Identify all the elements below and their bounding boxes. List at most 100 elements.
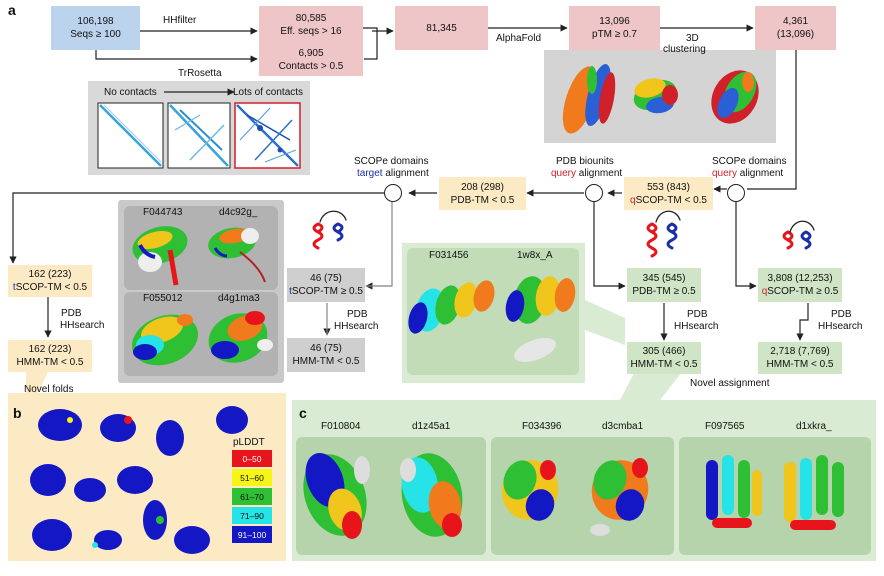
structure-label-f055012: F055012 bbox=[143, 293, 183, 304]
plddt-legend-item: 51–60 bbox=[232, 469, 272, 486]
structure-d4g1ma3-render bbox=[208, 311, 273, 363]
label-query-word-2: query bbox=[712, 168, 738, 179]
box-qscop-lt-text: SCOP-TM < 0.5 bbox=[635, 194, 707, 206]
label-scope-domains-query: SCOPe domains bbox=[712, 156, 787, 167]
label-no-contacts: No contacts bbox=[104, 87, 157, 98]
box-qscop-lt-prefix: q bbox=[630, 194, 636, 206]
structure-label-d4c92g: d4c92g_ bbox=[219, 207, 258, 218]
label-novel-assignment: Novel assignment bbox=[690, 378, 770, 389]
box-4361: 4,361 (13,096) bbox=[755, 6, 836, 50]
box-contacts: 6,905 Contacts > 0.5 bbox=[259, 44, 363, 76]
structure-f097565-render bbox=[706, 455, 762, 528]
box-qscop-ge-prefix: q bbox=[761, 286, 768, 297]
structure-label-1w8x: 1w8x_A bbox=[517, 250, 553, 261]
panel-label-a: a bbox=[8, 2, 16, 18]
label-query-word-1: query bbox=[551, 168, 577, 179]
box-4361-total: (13,096) bbox=[776, 29, 815, 40]
box-qscop-lt: 553 (843) qSCOP-TM < 0.5 bbox=[624, 177, 713, 210]
box-81345: 81,345 bbox=[395, 6, 488, 50]
box-pdbtm-ge-criterion: PDB-TM ≥ 0.5 bbox=[632, 286, 696, 297]
box-tscop-lt: 162 (223) tSCOP-TM < 0.5 bbox=[8, 265, 92, 297]
box-4361-count: 4,361 bbox=[782, 16, 809, 27]
contact-map-none bbox=[97, 102, 164, 169]
label-hhsearch-3: HHsearch bbox=[674, 321, 719, 332]
label-alphafold: AlphaFold bbox=[496, 33, 542, 44]
structure-f044743-render bbox=[132, 226, 188, 286]
label-pdb-4: PDB bbox=[831, 309, 852, 320]
box-qscop-ge-text: SCOP-TM ≥ 0.5 bbox=[767, 286, 839, 297]
plddt-legend-item: 0–50 bbox=[232, 450, 272, 467]
label-query-alignment-1: query alignment bbox=[551, 168, 622, 180]
cluster-structure-2 bbox=[633, 78, 678, 114]
box-eff-seqs: 80,585 Eff. seqs > 16 bbox=[259, 6, 363, 44]
box-hmm-46: 46 (75) HMM-TM < 0.5 bbox=[287, 338, 365, 372]
box-qscop-lt-criterion: qSCOP-TM < 0.5 bbox=[630, 194, 707, 207]
label-clustering: clustering bbox=[663, 44, 706, 55]
structure-label-d1xkra: d1xkra_ bbox=[796, 421, 832, 432]
box-eff-seqs-criterion: Eff. seqs > 16 bbox=[280, 26, 342, 37]
alignment-icon-query bbox=[782, 220, 815, 250]
box-qscop-ge: 3,808 (12,253) qSCOP-TM ≥ 0.5 bbox=[758, 268, 842, 302]
structure-label-f097565: F097565 bbox=[705, 421, 745, 432]
structure-label-d4g1ma3: d4g1ma3 bbox=[218, 293, 260, 304]
label-pdb-2: PDB bbox=[347, 309, 368, 320]
box-pdbtm-lt: 208 (298) PDB-TM < 0.5 bbox=[439, 177, 526, 210]
box-qscop-ge-count: 3,808 (12,253) bbox=[767, 273, 833, 284]
contact-map-lots bbox=[234, 102, 301, 169]
box-hmm-2718: 2,718 (7,769) HMM-TM < 0.5 bbox=[758, 342, 842, 374]
box-hmm-305-count: 305 (466) bbox=[642, 346, 686, 357]
box-seqs-count: 106,198 bbox=[77, 16, 114, 27]
box-pdbtm-lt-count: 208 (298) bbox=[461, 181, 504, 193]
contact-map-medium bbox=[167, 102, 231, 169]
label-lots-of-contacts: Lots of contacts bbox=[233, 87, 304, 98]
box-qscop-ge-criterion: qSCOP-TM ≥ 0.5 bbox=[762, 285, 839, 298]
box-tscop-lt-criterion: tSCOP-TM < 0.5 bbox=[13, 281, 87, 294]
structure-label-d3cmba1: d3cmba1 bbox=[602, 421, 644, 432]
novel-folds-render bbox=[30, 406, 248, 554]
box-hmm-46-count: 46 (75) bbox=[310, 343, 342, 354]
box-pdbtm-lt-criterion: PDB-TM < 0.5 bbox=[450, 194, 515, 206]
box-seqs-criterion: Seqs ≥ 100 bbox=[70, 29, 121, 40]
label-trrosetta: TrRosetta bbox=[178, 68, 222, 79]
box-seqs: 106,198 Seqs ≥ 100 bbox=[51, 6, 140, 50]
box-hmm-162: 162 (223) HMM-TM < 0.5 bbox=[8, 340, 92, 372]
label-query-alignment-2: query alignment bbox=[712, 168, 783, 180]
node-pdb-biounits bbox=[585, 184, 603, 202]
structure-label-f031456: F031456 bbox=[429, 250, 469, 261]
box-tscop-lt-text: SCOP-TM < 0.5 bbox=[15, 282, 88, 293]
structure-label-f034396: F034396 bbox=[522, 421, 562, 432]
label-alignment-word-3: alignment bbox=[739, 168, 784, 179]
box-hmm-162-criterion: HMM-TM < 0.5 bbox=[16, 357, 84, 368]
box-tscop-lt-prefix: t bbox=[12, 282, 16, 293]
box-hmm-2718-count: 2,718 (7,769) bbox=[770, 346, 830, 357]
box-pdbtm-ge-count: 345 (545) bbox=[642, 273, 686, 284]
box-tscop-ge: 46 (75) tSCOP-TM ≥ 0.5 bbox=[287, 268, 365, 302]
label-alignment-word-1: alignment bbox=[385, 168, 429, 179]
label-novel-folds: Novel folds bbox=[24, 384, 74, 395]
structure-d1z45a1-render bbox=[400, 453, 463, 537]
box-tscop-ge-text: SCOP-TM ≥ 0.5 bbox=[291, 286, 363, 297]
box-contacts-criterion: Contacts > 0.5 bbox=[278, 61, 344, 72]
label-alignment-word-2: alignment bbox=[578, 168, 623, 179]
structure-d1xkra-render bbox=[784, 455, 844, 530]
box-contacts-count: 6,905 bbox=[298, 48, 324, 59]
label-hhsearch-1: HHsearch bbox=[60, 320, 105, 331]
panel-label-c: c bbox=[299, 405, 307, 421]
label-hhsearch-2: HHsearch bbox=[334, 321, 379, 332]
label-hhfilter: HHfilter bbox=[163, 15, 197, 26]
box-hmm-2718-criterion: HMM-TM < 0.5 bbox=[766, 359, 834, 370]
label-3d: 3D bbox=[686, 33, 699, 44]
node-scope-target bbox=[384, 184, 402, 202]
structure-f010804-render bbox=[303, 452, 370, 539]
structure-d3cmba1-render bbox=[590, 458, 649, 536]
structure-1w8x-render bbox=[505, 276, 576, 363]
box-ptm: 13,096 pTM ≥ 0.7 bbox=[569, 6, 660, 50]
box-tscop-lt-count: 162 (223) bbox=[28, 269, 72, 280]
box-hmm-305-criterion: HMM-TM < 0.5 bbox=[630, 359, 698, 370]
box-hmm-305: 305 (466) HMM-TM < 0.5 bbox=[627, 342, 701, 374]
structure-label-f044743: F044743 bbox=[143, 207, 183, 218]
label-hhsearch-4: HHsearch bbox=[818, 321, 863, 332]
